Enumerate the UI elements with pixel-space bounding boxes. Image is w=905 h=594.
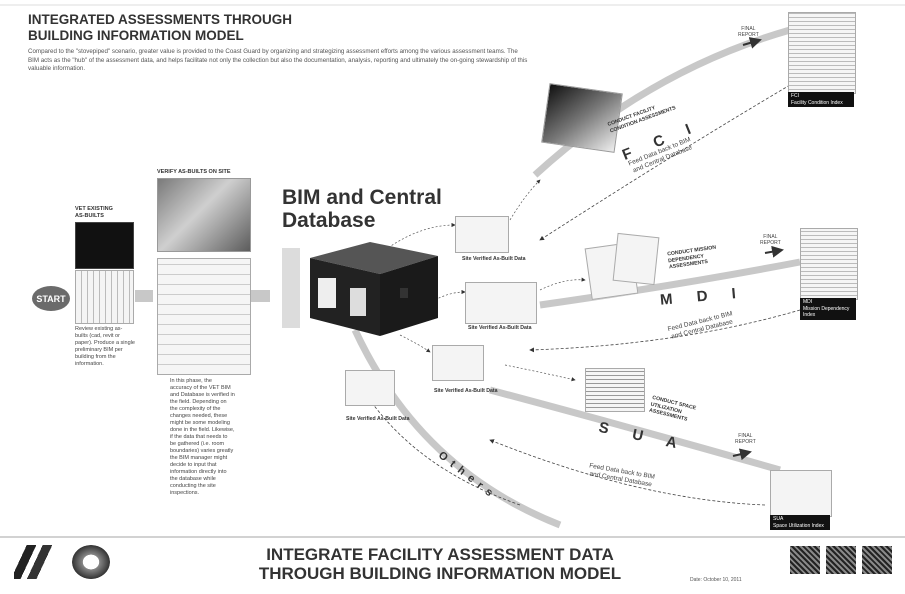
mdi-index-name: Mission Dependency Index bbox=[803, 305, 850, 319]
fci-final-report-line2: REPORT bbox=[738, 32, 759, 38]
verify-text: In this phase, the accuracy of the VET B… bbox=[170, 378, 235, 496]
arrow-sua-report bbox=[732, 448, 752, 461]
fci-index-code: FCI bbox=[791, 93, 800, 99]
sua-index-box: SUA Space Utilization Index bbox=[770, 515, 830, 530]
site-verified-sheet-1 bbox=[455, 216, 509, 253]
others-feedback-arrow bbox=[369, 399, 521, 506]
arrow-mdi-report bbox=[764, 245, 784, 258]
verify-title: VERIFY AS-BUILTS ON SITE bbox=[157, 169, 231, 175]
dhs-seal-logo bbox=[72, 545, 110, 579]
mdi-arc bbox=[539, 258, 801, 309]
vet-title-line2: AS-BUILTS bbox=[75, 213, 104, 219]
fci-report-sheet bbox=[788, 12, 856, 94]
others-arc bbox=[351, 328, 562, 529]
flow-block-1 bbox=[135, 290, 153, 302]
bim-title: BIM and Central Database bbox=[282, 186, 442, 232]
bim-to-site-arrow-2 bbox=[434, 289, 466, 301]
mdi-final-report-line1: FINAL bbox=[763, 234, 778, 240]
fci-final-report: FINAL REPORT bbox=[738, 26, 759, 38]
intro-text: Compared to the "stovepiped" scenario, g… bbox=[28, 48, 528, 72]
mdi-sheet-2 bbox=[612, 232, 660, 286]
page-title-line1: INTEGRATED ASSESSMENTS THROUGH bbox=[28, 12, 293, 27]
mdi-report-sheet bbox=[800, 228, 858, 300]
site-building-photo bbox=[157, 178, 251, 252]
sua-index-name: Space Utilization Index bbox=[773, 522, 824, 529]
site-verified-sheet-2 bbox=[465, 282, 537, 324]
fci-feedback-arrow bbox=[539, 84, 791, 241]
arrow-fci-report bbox=[742, 37, 762, 49]
flow-block-2 bbox=[248, 290, 270, 302]
fci-final-report-line1: FINAL bbox=[741, 26, 756, 32]
vet-title: VET EXISTING AS-BUILTS bbox=[75, 206, 113, 220]
sua-report-sheet bbox=[770, 470, 832, 517]
mdi-feedback-arrow bbox=[529, 309, 801, 353]
partner-logo-2 bbox=[826, 546, 856, 574]
site-to-fci-arrow bbox=[509, 179, 541, 221]
page-title: INTEGRATED ASSESSMENTS THROUGH BUILDING … bbox=[28, 12, 428, 44]
flow-block-3 bbox=[282, 248, 300, 328]
sua-index-code: SUA bbox=[773, 516, 784, 522]
footer-title-line1: INTEGRATE FACILITY ASSESSMENT DATA bbox=[266, 545, 614, 564]
site-verified-sheet-4 bbox=[345, 370, 395, 406]
bim-title-line1: BIM and Central bbox=[282, 186, 442, 209]
fci-photo bbox=[541, 83, 623, 153]
fci-index-name: Facility Condition Index bbox=[791, 99, 843, 106]
site-verified-label-3: Site Verified As-Built Data bbox=[434, 388, 498, 394]
footer-date: Date: October 10, 2011 bbox=[690, 577, 742, 583]
vet-text: Review existing as-builts (cad, revit or… bbox=[75, 326, 135, 367]
bim-to-others-arrow bbox=[399, 334, 431, 353]
partner-logo-3 bbox=[862, 546, 892, 574]
mdi-index-box: MDI Mission Dependency Index bbox=[800, 298, 856, 320]
floor-plan-image bbox=[157, 258, 251, 375]
site-verified-label-1: Site Verified As-Built Data bbox=[462, 256, 526, 262]
footer-title: INTEGRATE FACILITY ASSESSMENT DATA THROU… bbox=[200, 545, 680, 583]
vet-title-line1: VET EXISTING bbox=[75, 206, 113, 212]
sua-feedback-arrow bbox=[489, 439, 766, 506]
bim-building-model bbox=[310, 242, 438, 336]
partner-logo-1 bbox=[790, 546, 820, 574]
site-to-sua-arrow bbox=[504, 364, 576, 382]
start-node: START bbox=[32, 286, 70, 311]
vet-screens-image bbox=[75, 222, 134, 269]
sua-sheet bbox=[585, 368, 645, 412]
site-verified-label-2: Site Verified As-Built Data bbox=[468, 325, 532, 331]
mdi-index-code: MDI bbox=[803, 299, 813, 305]
site-verified-label-4: Site Verified As-Built Data bbox=[346, 416, 410, 422]
bim-title-line2: Database bbox=[282, 209, 376, 232]
sua-final-report-line2: REPORT bbox=[735, 439, 756, 445]
fci-index-box: FCI Facility Condition Index bbox=[788, 92, 854, 107]
page-title-line2: BUILDING INFORMATION MODEL bbox=[28, 28, 244, 43]
vet-sheets-image bbox=[75, 270, 134, 324]
footer-title-line2: THROUGH BUILDING INFORMATION MODEL bbox=[258, 564, 622, 583]
site-to-mdi-arrow bbox=[539, 277, 586, 291]
sua-final-report-line1: FINAL bbox=[738, 433, 753, 439]
bim-to-site-arrow-1 bbox=[384, 222, 456, 251]
coast-guard-stripe-logo bbox=[14, 545, 62, 579]
site-verified-sheet-3 bbox=[432, 345, 484, 381]
mdi-final-report: FINAL REPORT bbox=[760, 234, 781, 246]
sua-final-report: FINAL REPORT bbox=[735, 433, 756, 445]
mdi-final-report-line2: REPORT bbox=[760, 240, 781, 246]
